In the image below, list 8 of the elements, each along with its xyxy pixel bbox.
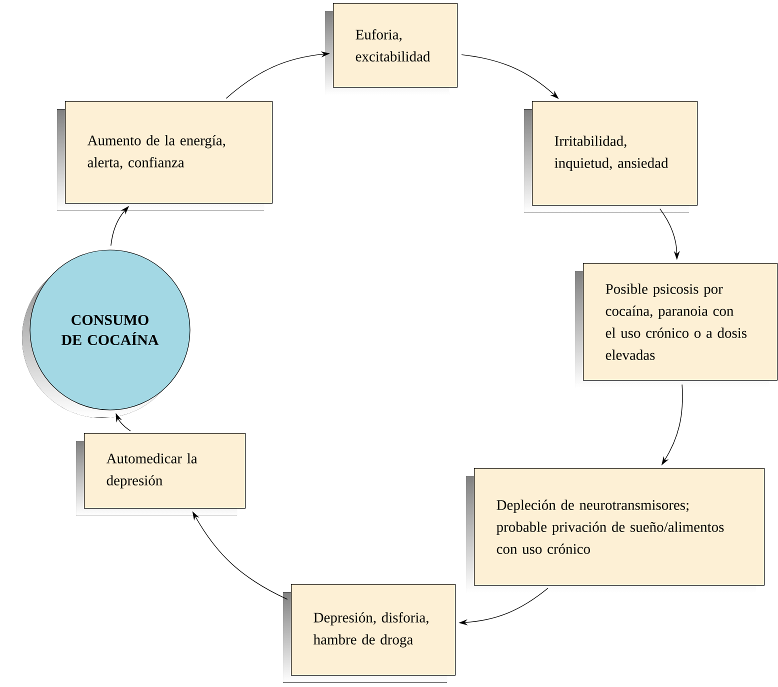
process-box: Aumento de la energía, alerta, confianza <box>57 101 273 211</box>
process-box: Depresión, disforia, hambre de droga <box>283 584 456 683</box>
circle-node: CONSUMO DE COCAÍNA <box>22 250 190 418</box>
process-box: Irritabilidad, inquietud, ansiedad <box>524 101 698 213</box>
process-box: Depleción de neurotransmisores; probable privación de sueño/alimentos con uso crónico <box>466 468 765 593</box>
process-box: Euforia, excitabilidad <box>325 3 458 95</box>
process-box: Automedicar la depresión <box>76 433 246 516</box>
process-box: Posible psicosis por cocaína, paranoia con el uso crónico o a dosis elevadas <box>575 263 778 388</box>
